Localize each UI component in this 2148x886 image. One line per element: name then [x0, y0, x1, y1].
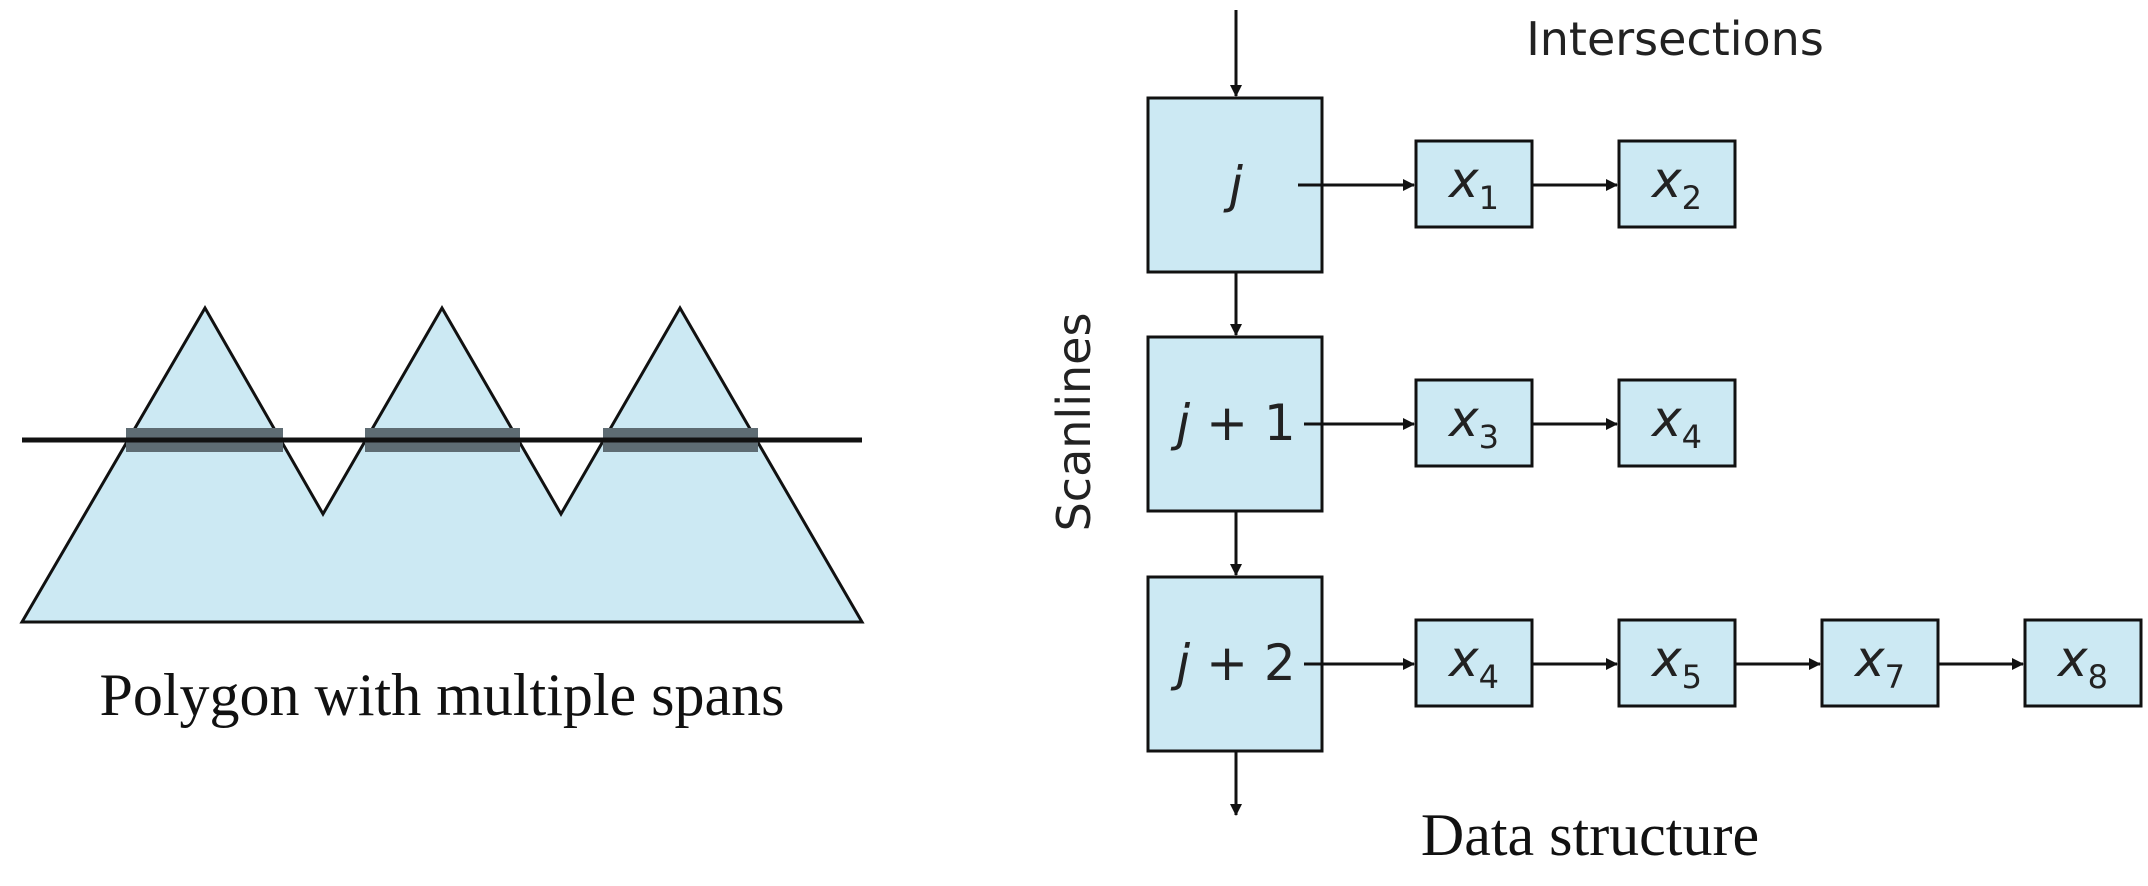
- intersection-node: [1617, 378, 1737, 468]
- polygon-figure: Polygon with multiple spans: [19, 305, 865, 728]
- scanline-row-1: j x1 x2: [1146, 96, 1737, 274]
- intersection-node: [1820, 618, 1940, 708]
- scanline-box: [1146, 335, 1324, 513]
- intersection-label: x4: [1447, 630, 1499, 696]
- intersection-label: x1: [1447, 151, 1499, 217]
- scanline-label: j + 2: [1170, 634, 1295, 692]
- left-caption: Polygon with multiple spans: [99, 662, 784, 728]
- data-structure-figure: Intersections Scanlines j x1 x2 j + 1 x3: [1047, 10, 2143, 868]
- scanline-row-3: j + 2 x4 x5 x7 x8: [1146, 575, 2143, 753]
- right-caption: Data structure: [1421, 802, 1759, 868]
- intersection-node: [1617, 618, 1737, 708]
- intersection-node: [1414, 618, 1534, 708]
- intersection-label: x5: [1650, 630, 1702, 696]
- scanline-label: j + 1: [1170, 394, 1295, 452]
- scanlines-label: Scanlines: [1047, 313, 1101, 532]
- scanline-row-2: j + 1 x3 x4: [1146, 335, 1737, 513]
- intersection-label: x7: [1853, 630, 1905, 696]
- intersection-label: x8: [2056, 630, 2108, 696]
- intersections-label: Intersections: [1526, 12, 1824, 66]
- scanline-box: [1146, 575, 1324, 753]
- intersection-label: x2: [1650, 151, 1702, 217]
- intersection-node: [1617, 139, 1737, 229]
- polygon-shape: [19, 305, 865, 624]
- intersection-label: x3: [1447, 390, 1499, 456]
- intersection-label: x4: [1650, 390, 1702, 456]
- intersection-node: [1414, 378, 1534, 468]
- intersection-node: [2023, 618, 2143, 708]
